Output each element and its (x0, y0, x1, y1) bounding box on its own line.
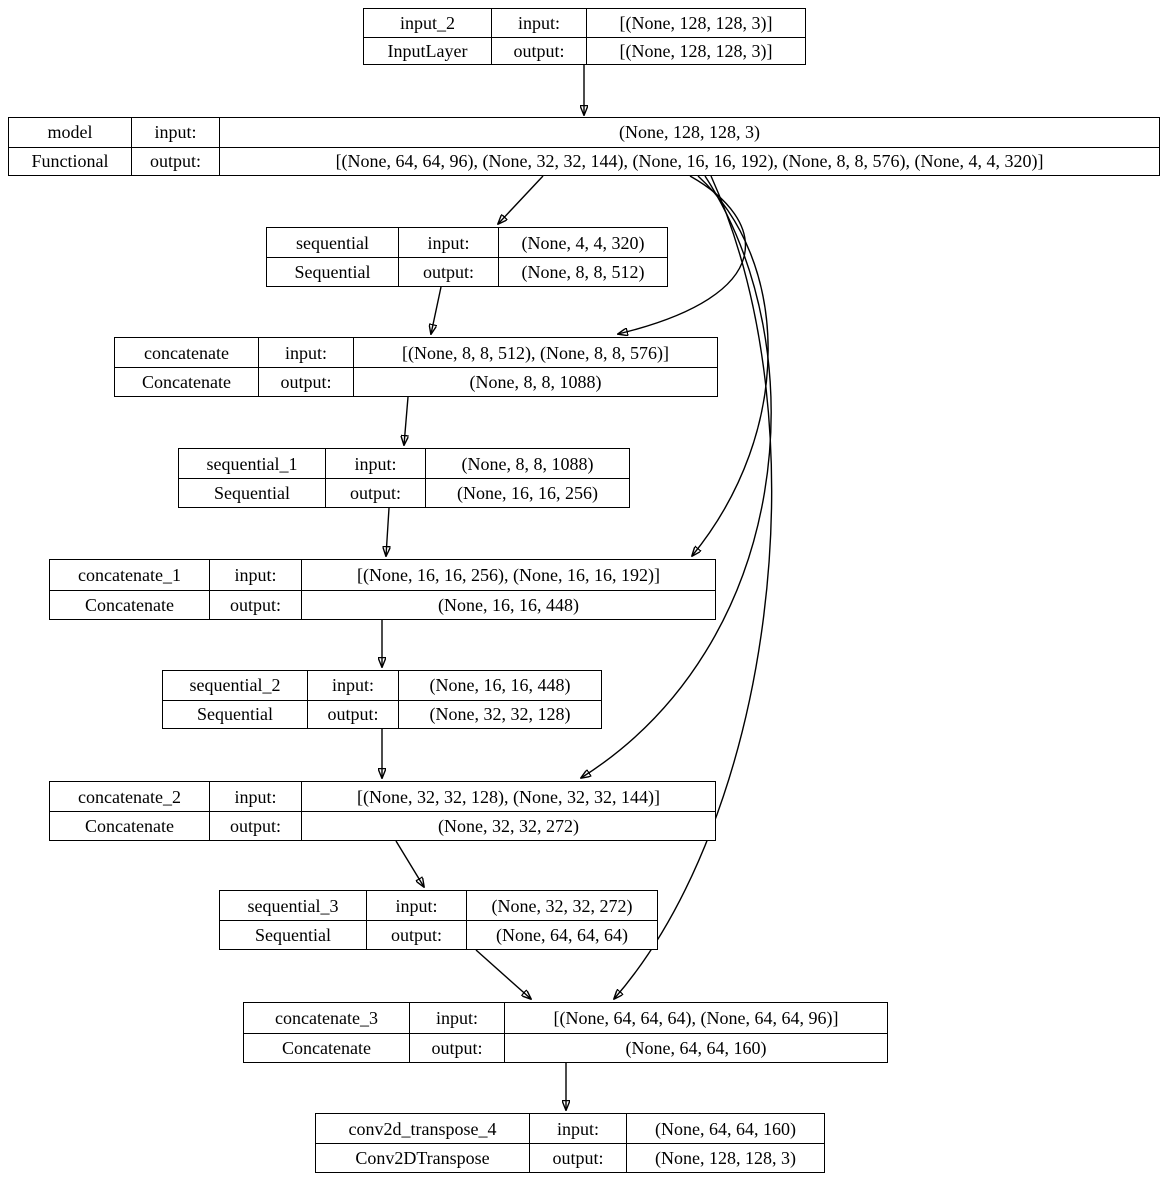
layer-type: Concatenate (50, 589, 209, 620)
layer-node-concatenate_2: concatenate_2 input: [(None, 32, 32, 128… (49, 781, 716, 841)
output-label: output: (209, 811, 301, 840)
edge-sequential_3-concatenate_3 (475, 949, 531, 999)
layer-type: Conv2DTranspose (316, 1143, 529, 1172)
output-shape: (None, 16, 16, 448) (301, 589, 715, 619)
layer-type: Concatenate (244, 1032, 409, 1063)
layer-node-sequential_2: sequential_2 input: (None, 16, 16, 448) … (162, 670, 602, 729)
layer-name: sequential (296, 232, 369, 253)
output-label: output: (529, 1143, 626, 1172)
edge-concatenate_2-sequential_3 (395, 840, 424, 887)
output-shape: [(None, 64, 64, 96), (None, 32, 32, 144)… (219, 146, 1159, 175)
input-label: input: (325, 449, 425, 478)
output-shape: (None, 8, 8, 512) (498, 257, 667, 286)
layer-node-sequential_1: sequential_1 input: (None, 8, 8, 1088) S… (178, 448, 630, 508)
layer-type: Concatenate (115, 367, 258, 396)
edge-model-concatenate_2 (581, 175, 772, 778)
layer-type: Sequential (267, 257, 398, 286)
layer-type: Functional (9, 146, 131, 176)
output-shape: [(None, 128, 128, 3)] (586, 36, 805, 64)
output-shape: (None, 128, 128, 3) (626, 1143, 824, 1172)
layer-type: Sequential (179, 478, 325, 507)
layer-name: concatenate_2 (78, 786, 181, 807)
output-label: output: (209, 589, 301, 619)
layer-node-concatenate_3: concatenate_3 input: [(None, 64, 64, 64)… (243, 1002, 888, 1063)
edge-sequential-concatenate (431, 286, 442, 334)
layer-name: model (47, 122, 93, 143)
output-label: output: (491, 36, 586, 64)
edge-model-concatenate_3 (614, 175, 773, 999)
output-shape: (None, 64, 64, 64) (466, 920, 657, 949)
layer-type: Concatenate (50, 811, 209, 840)
layer-type: Sequential (220, 920, 366, 949)
input-shape: [(None, 128, 128, 3)] (586, 9, 805, 37)
layer-node-concatenate: concatenate input: [(None, 8, 8, 512), (… (114, 337, 718, 397)
input-label: input: (209, 782, 301, 811)
input-label: input: (398, 228, 498, 257)
layer-node-sequential: sequential input: (None, 4, 4, 320) Sequ… (266, 227, 668, 287)
input-shape: (None, 128, 128, 3) (219, 118, 1159, 147)
edge-model-concatenate_1 (692, 175, 769, 556)
output-label: output: (307, 699, 398, 728)
input-shape: (None, 16, 16, 448) (398, 671, 601, 700)
layer-name: sequential_3 (247, 895, 339, 916)
input-label: input: (491, 9, 586, 37)
layer-node-conv2d_transpose_4: conv2d_transpose_4 input: (None, 64, 64,… (315, 1113, 825, 1173)
output-shape: (None, 16, 16, 256) (425, 478, 629, 507)
output-label: output: (398, 257, 498, 286)
layer-name: concatenate (144, 342, 229, 363)
input-shape: [(None, 8, 8, 512), (None, 8, 8, 576)] (353, 338, 717, 367)
output-label: output: (131, 146, 219, 175)
edge-model-sequential (498, 175, 544, 224)
layer-type: InputLayer (364, 36, 491, 65)
input-shape: (None, 8, 8, 1088) (425, 449, 629, 478)
input-label: input: (307, 671, 398, 700)
edge-sequential_1-concatenate_1 (386, 507, 389, 556)
layer-name: sequential_2 (189, 675, 281, 696)
edge-concatenate-sequential_1 (404, 396, 408, 445)
layer-name: input_2 (399, 12, 455, 33)
input-shape: (None, 4, 4, 320) (498, 228, 667, 257)
layer-name: concatenate_3 (275, 1007, 378, 1028)
layer-type: Sequential (163, 699, 307, 729)
input-label: input: (131, 118, 219, 147)
output-shape: (None, 32, 32, 272) (301, 811, 715, 840)
layer-node-sequential_3: sequential_3 input: (None, 32, 32, 272) … (219, 890, 658, 950)
output-shape: (None, 8, 8, 1088) (353, 367, 717, 396)
input-label: input: (529, 1114, 626, 1143)
input-shape: [(None, 64, 64, 64), (None, 64, 64, 96)] (504, 1003, 887, 1033)
input-shape: [(None, 16, 16, 256), (None, 16, 16, 192… (301, 560, 715, 590)
layer-node-concatenate_1: concatenate_1 input: [(None, 16, 16, 256… (49, 559, 716, 620)
input-shape: (None, 64, 64, 160) (626, 1114, 824, 1143)
layer-name: conv2d_transpose_4 (348, 1118, 497, 1139)
output-label: output: (366, 920, 466, 949)
layer-node-input_2: input_2 input: [(None, 128, 128, 3)] Inp… (363, 8, 806, 65)
input-label: input: (209, 560, 301, 590)
layer-node-model: model input: (None, 128, 128, 3) Functio… (8, 117, 1160, 176)
output-shape: (None, 32, 32, 128) (398, 699, 601, 728)
input-label: input: (409, 1003, 504, 1033)
layer-name: concatenate_1 (78, 564, 181, 585)
layer-name: sequential_1 (206, 453, 298, 474)
input-label: input: (258, 338, 353, 367)
output-label: output: (325, 478, 425, 507)
output-label: output: (409, 1032, 504, 1062)
output-label: output: (258, 367, 353, 396)
input-label: input: (366, 891, 466, 920)
input-shape: [(None, 32, 32, 128), (None, 32, 32, 144… (301, 782, 715, 811)
output-shape: (None, 64, 64, 160) (504, 1032, 887, 1062)
input-shape: (None, 32, 32, 272) (466, 891, 657, 920)
